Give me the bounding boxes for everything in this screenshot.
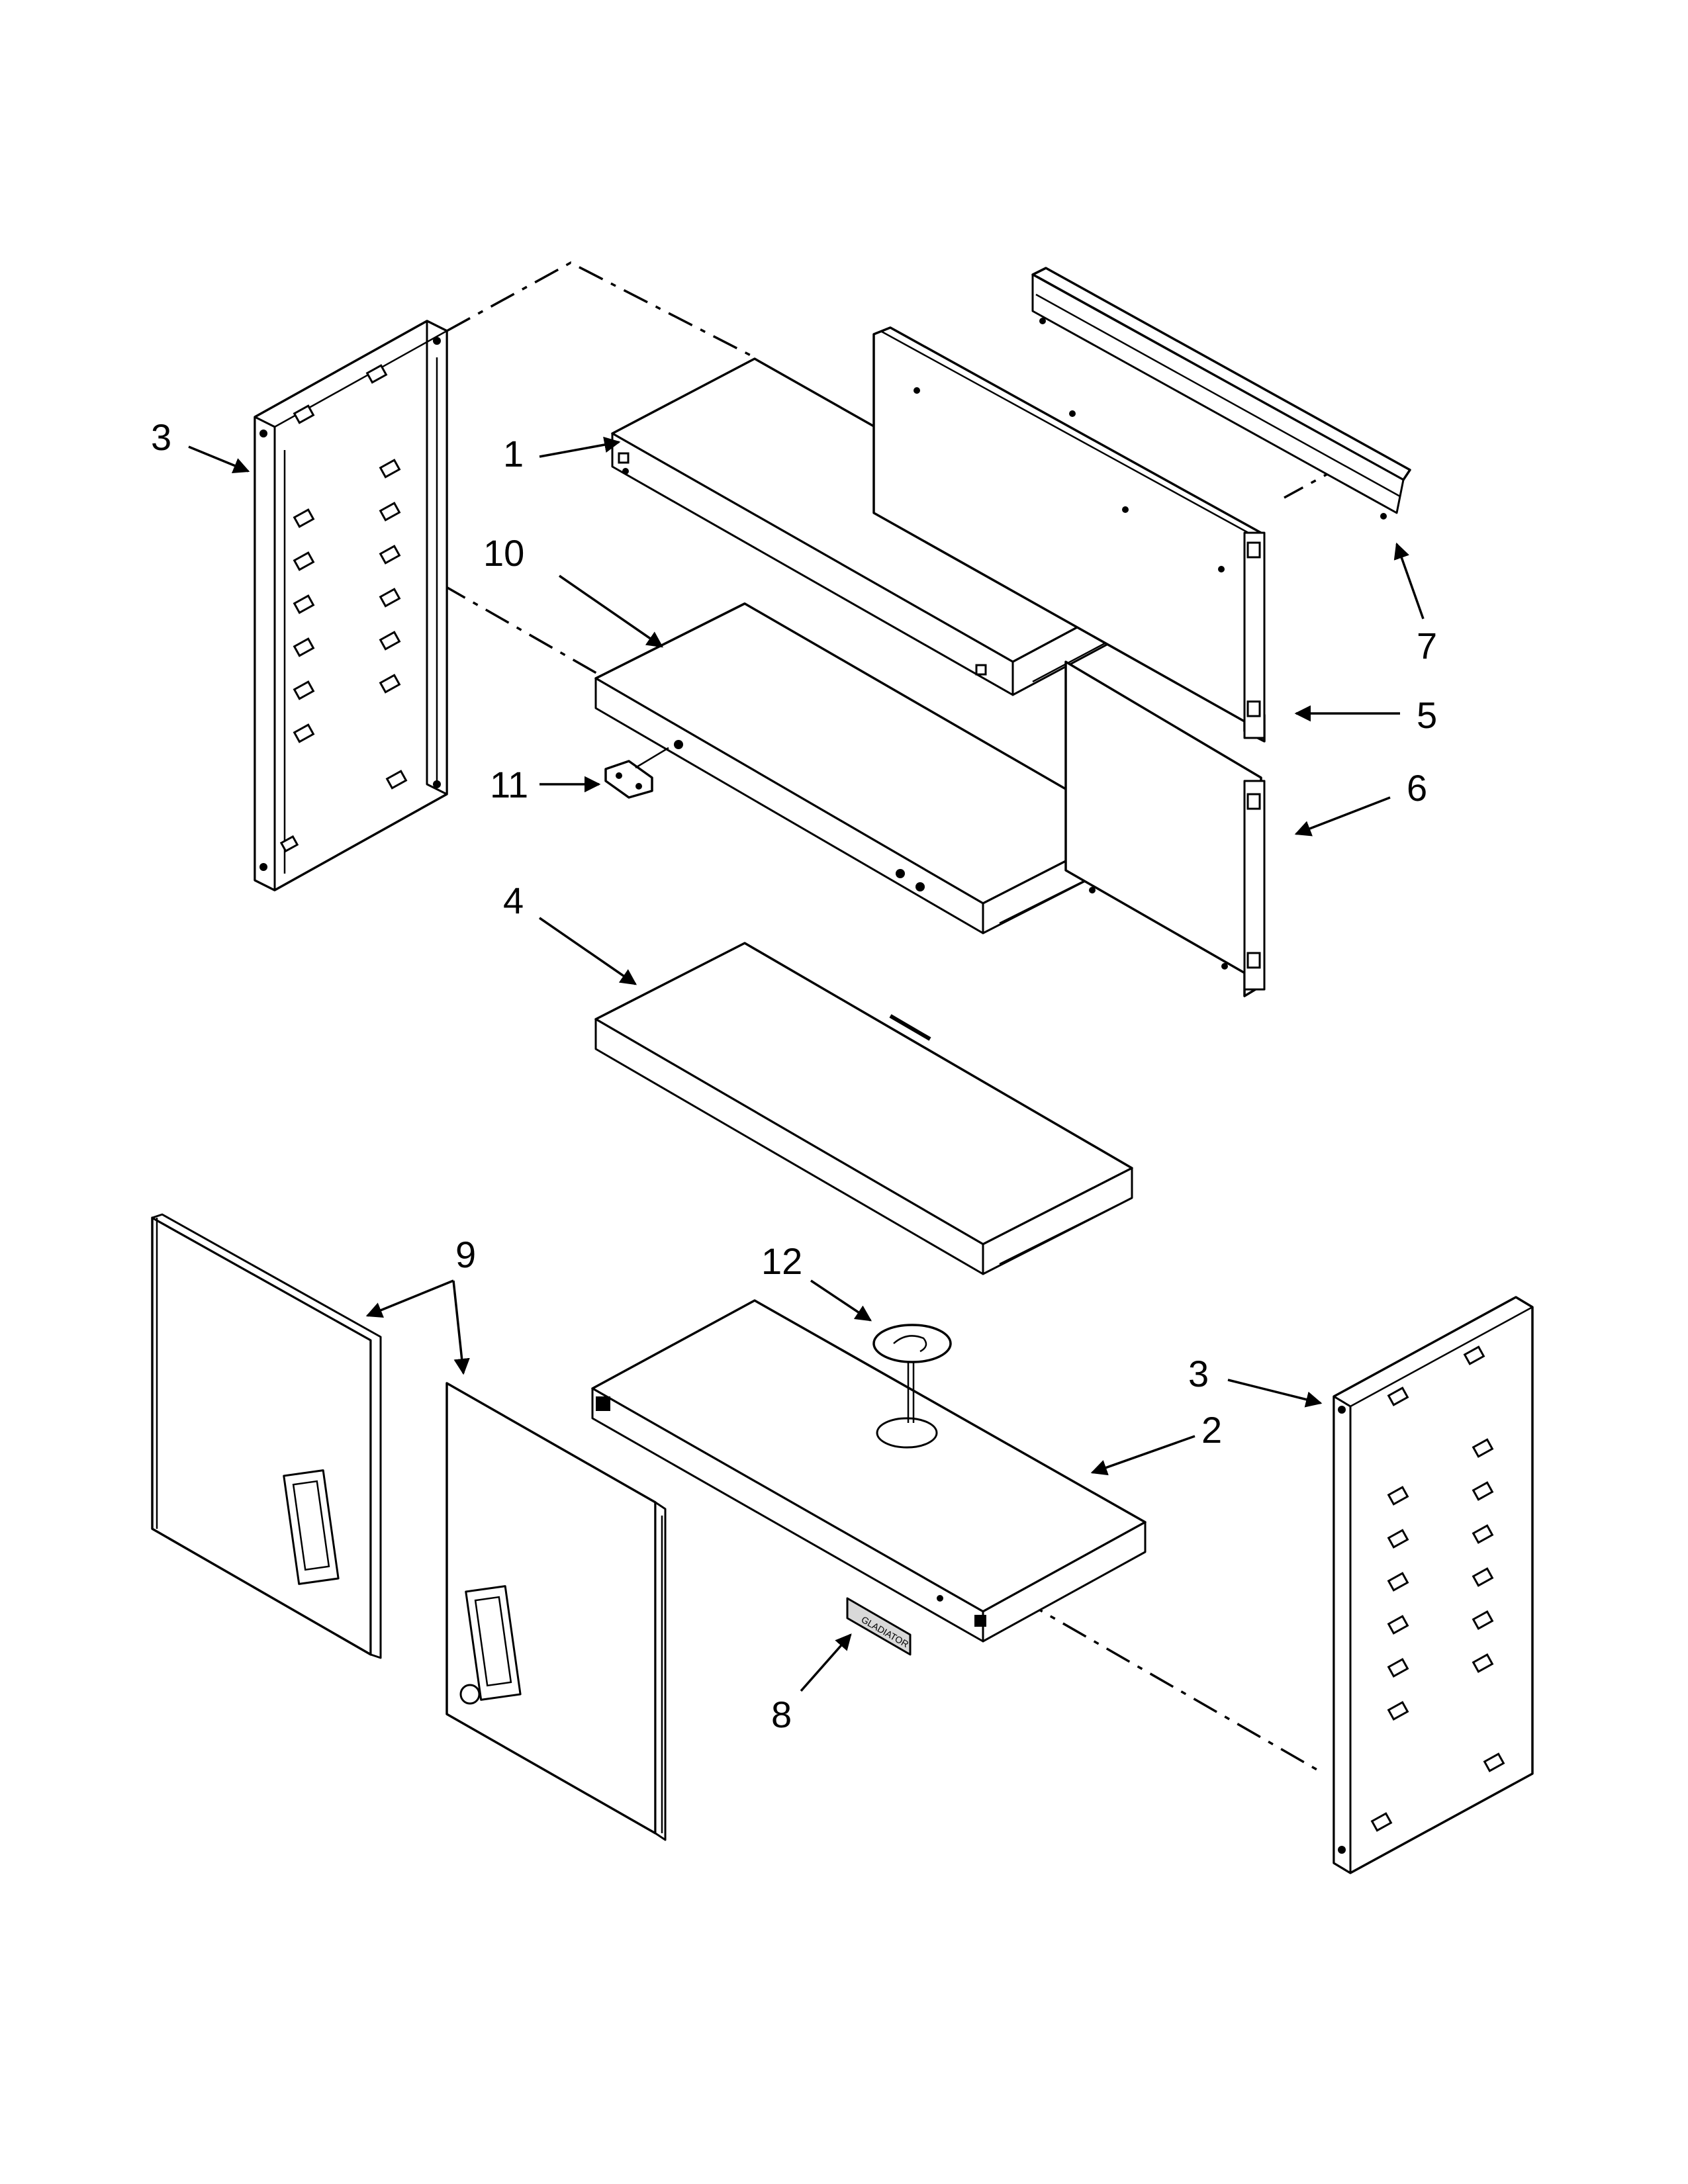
callout-11: 11 (490, 764, 528, 805)
callout-10: 10 (483, 532, 524, 574)
side-panel-left (254, 320, 448, 891)
nameplate-badge: GLADIATOR (846, 1597, 912, 1656)
callout-12: 12 (761, 1240, 802, 1282)
side-panel-right (1333, 1296, 1534, 1874)
callout-8: 8 (771, 1694, 792, 1735)
panel-slots-right (1370, 1345, 1505, 1832)
callout-2: 2 (1201, 1409, 1222, 1451)
callout-3-lower: 3 (1188, 1353, 1209, 1394)
hanging-rail (1031, 267, 1411, 520)
callout-1: 1 (503, 433, 524, 475)
hinge-bracket (604, 747, 669, 799)
door-right (445, 1382, 667, 1841)
callout-6: 6 (1407, 767, 1427, 809)
callout-7: 7 (1417, 625, 1437, 666)
door-left (151, 1213, 382, 1659)
cabinet-bottom (591, 1299, 1147, 1643)
callout-3-upper: 3 (151, 416, 171, 458)
back-panel-upper (872, 326, 1266, 743)
leader-arrows (188, 436, 1425, 1692)
callout-5: 5 (1417, 694, 1437, 736)
back-panel-lower (1064, 660, 1266, 997)
callout-9: 9 (455, 1234, 476, 1275)
callout-labels: 3 1 10 11 4 7 5 6 9 12 3 2 8 (151, 416, 1437, 1735)
panel-slots-left (279, 364, 408, 853)
callout-4: 4 (503, 880, 524, 921)
grommet-cap (872, 1324, 952, 1423)
bottom-shelf (594, 942, 1133, 1275)
